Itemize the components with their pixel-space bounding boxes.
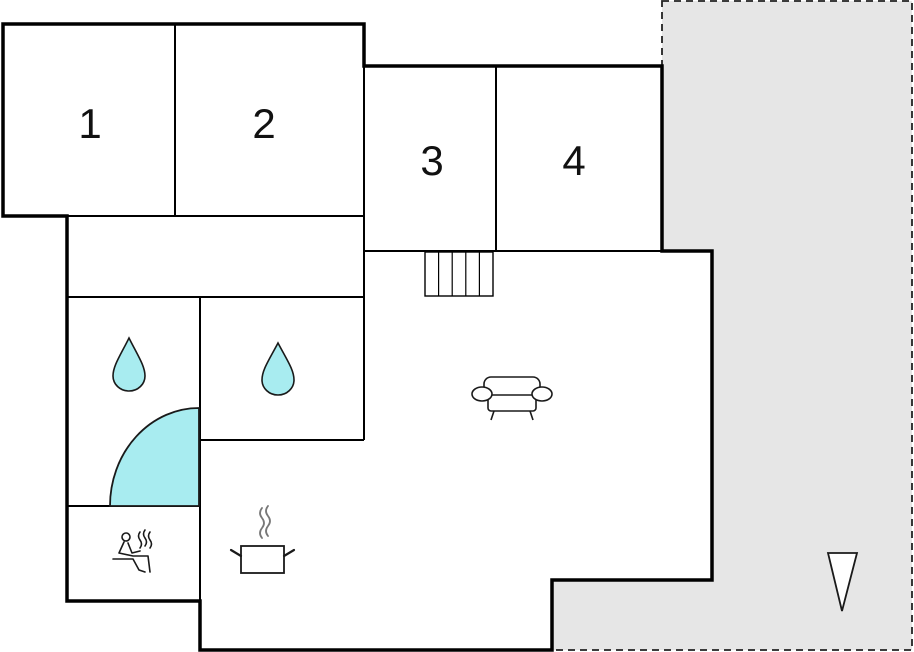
shower-quarter-circle-icon	[109, 407, 200, 507]
room-label-1: 1	[78, 100, 101, 147]
staircase-icon	[424, 251, 494, 297]
water-drop-icon	[112, 336, 146, 392]
room-label-4: 4	[562, 137, 585, 184]
north-arrow-icon	[826, 552, 859, 612]
sofa-icon	[471, 376, 553, 421]
outer-walls	[1, 22, 714, 652]
interior-walls	[3, 24, 662, 601]
room-label-2: 2	[252, 100, 275, 147]
cooking-pot-icon	[229, 505, 296, 574]
room-label-3: 3	[420, 137, 443, 184]
sauna-icon	[112, 529, 153, 573]
water-drop-icon	[261, 341, 295, 396]
